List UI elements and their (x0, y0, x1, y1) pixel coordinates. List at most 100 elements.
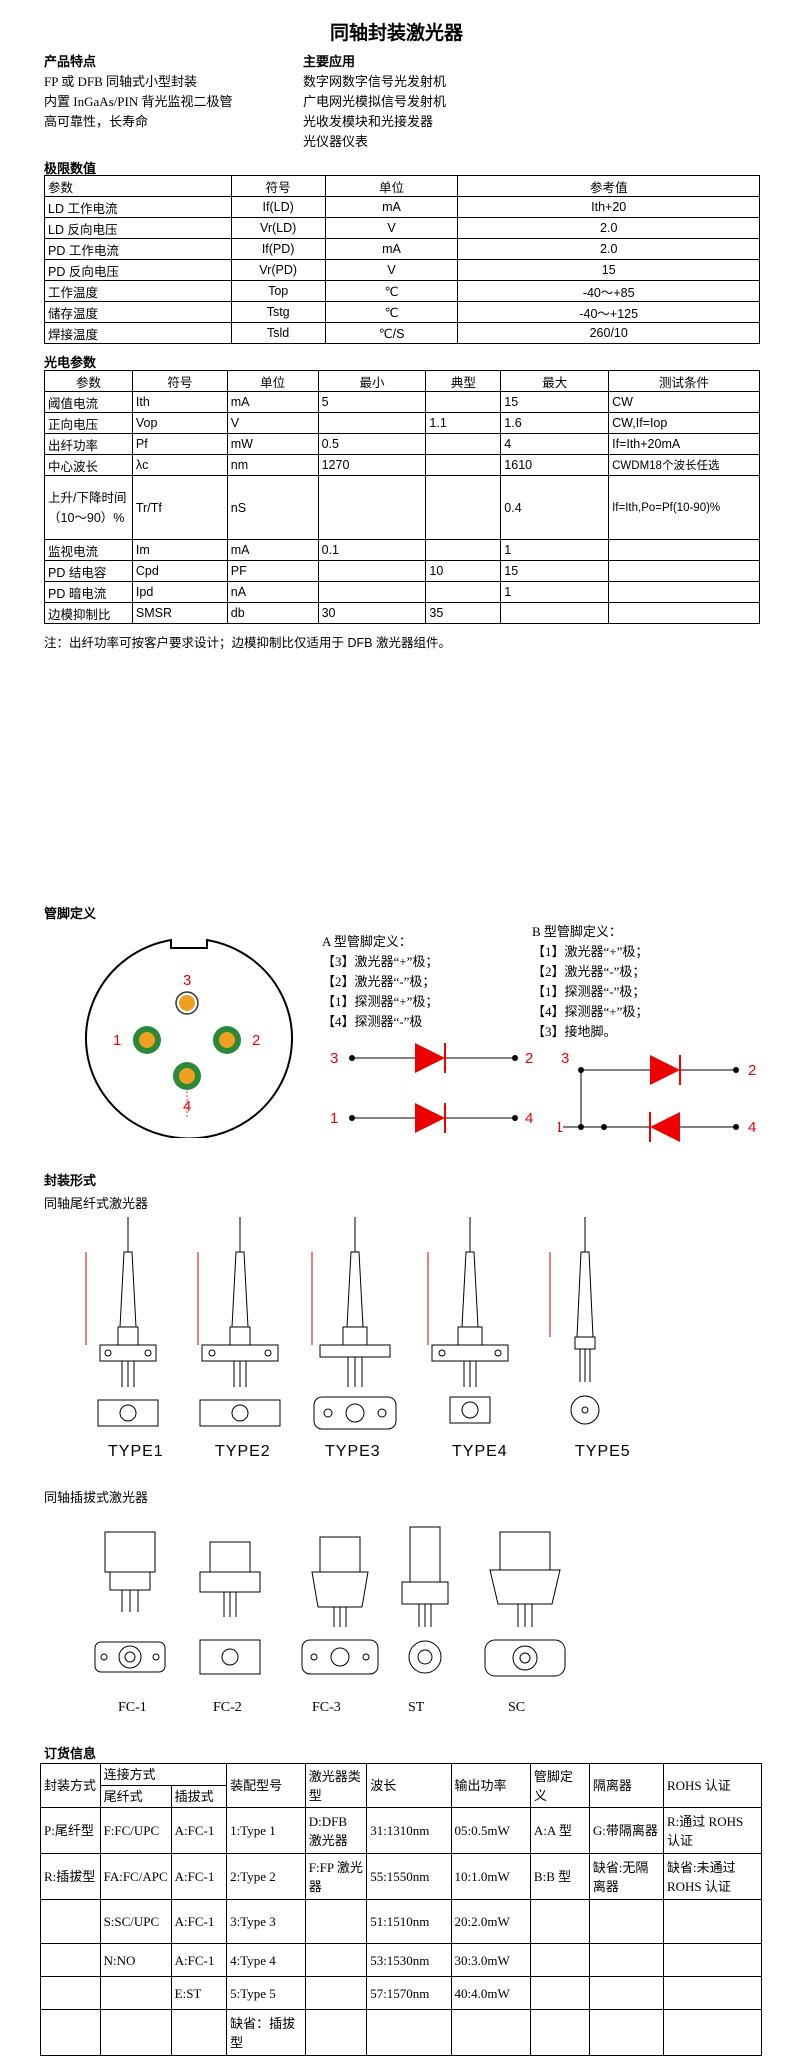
pigtail-drawings (85, 1217, 600, 1430)
table-cell: 1270 (317, 454, 427, 476)
table-cell: F:FP 激光器 (304, 1853, 368, 1900)
photodiode-icon (415, 1103, 445, 1133)
header-cell: 参考值 (457, 175, 760, 197)
table-cell (588, 1976, 664, 2010)
table-cell: 中心波长 (44, 454, 133, 476)
svg-text:1: 1 (330, 1110, 338, 1127)
application-item: 广电网光模拟信号发射机 (303, 94, 447, 109)
header-cell: 参数 (44, 175, 232, 197)
table-cell: B:B 型 (529, 1853, 590, 1900)
table-cell (425, 581, 502, 603)
table-cell: λc (131, 454, 228, 476)
table-cell (662, 1943, 763, 1977)
table-cell (99, 2009, 172, 2056)
table-cell: 1:Type 1 (226, 1807, 306, 1854)
pigtail-type1-drawing (85, 1217, 159, 1427)
header-cell: 封装方式 (40, 1763, 101, 1808)
applications-heading: 主要应用 (303, 54, 356, 69)
table-cell: 2:Type 2 (226, 1853, 306, 1900)
table-cell (425, 454, 502, 476)
table-cell: Vop (131, 412, 228, 434)
table-cell: V (324, 259, 459, 281)
pin-layout-diagram: 3 1 2 4 (85, 938, 293, 1138)
table-cell: S:SC/UPC (99, 1899, 172, 1944)
table-cell: nS (226, 475, 319, 540)
svg-text:4: 4 (525, 1110, 533, 1127)
type-a-item: 【4】探测器“-”极 (322, 1014, 423, 1029)
table-cell: 53:1530nm (366, 1943, 452, 1977)
table-cell: CW,If=Iop (608, 412, 760, 434)
table-cell: 31:1310nm (366, 1807, 452, 1854)
table-cell: ℃/S (324, 322, 459, 344)
type-b-item: 【3】接地脚。 (532, 1024, 617, 1039)
header-cell: 尾纤式 (99, 1785, 172, 1808)
table-cell: 1 (500, 539, 610, 561)
table-cell: PD 工作电流 (44, 238, 232, 260)
table-cell: SMSR (131, 602, 228, 624)
svg-text:2: 2 (748, 1062, 756, 1079)
pin-4-label: 4 (183, 1098, 191, 1115)
table-cell (425, 475, 502, 540)
table-cell: nm (226, 454, 319, 476)
fc1-drawing (94, 1531, 166, 1673)
table-cell (304, 1899, 368, 1944)
table-cell: A:FC-1 (170, 1853, 228, 1900)
svg-text:2: 2 (525, 1050, 533, 1067)
pigtail-type2-drawing (197, 1217, 281, 1427)
table-cell: Ipd (131, 581, 228, 603)
table-cell: 15 (500, 391, 610, 413)
application-item: 光收发模块和光接发器 (303, 114, 434, 129)
fc3-label: FC-3 (312, 1700, 341, 1715)
table-cell (425, 433, 502, 455)
table-cell: 储存温度 (44, 301, 232, 323)
table-cell: 上升/下降时间（10～90）% (44, 475, 133, 540)
table-cell (425, 539, 502, 561)
header-cell: 输出功率 (450, 1763, 531, 1808)
header-cell: 连接方式 (99, 1763, 228, 1786)
fc1-label: FC-1 (118, 1700, 147, 1715)
header-cell: 波长 (366, 1763, 452, 1808)
table-cell: 30 (317, 602, 427, 624)
table-cell: mA (226, 391, 319, 413)
pins-heading: 管脚定义 (44, 906, 97, 921)
table-cell: 40:4.0mW (450, 1976, 531, 2010)
header-cell: 符号 (131, 370, 228, 392)
sc-drawing (484, 1531, 566, 1677)
table-cell: A:FC-1 (170, 1943, 228, 1977)
laser-diode-icon (415, 1043, 445, 1073)
table-cell (317, 560, 427, 582)
header-cell: 单位 (324, 175, 459, 197)
svg-text:4: 4 (748, 1119, 756, 1136)
fc2-label: FC-2 (213, 1700, 242, 1715)
table-cell: Ith+20 (457, 196, 760, 218)
type1-label: TYPE1 (108, 1443, 164, 1460)
optical-note: 注：出纤功率可按客户要求设计；边模抑制比仅适用于 DFB 激光器组件。 (44, 636, 451, 650)
table-cell: V (226, 412, 319, 434)
table-cell: If(PD) (230, 238, 326, 260)
table-cell (588, 1899, 664, 1944)
table-cell (40, 1899, 101, 1944)
table-cell (529, 2009, 590, 2056)
pigtail-type4-drawing (427, 1217, 509, 1424)
type-a-item: 【2】激光器“-”极； (322, 974, 436, 989)
table-cell (608, 560, 760, 582)
table-cell (500, 602, 610, 624)
header-cell: 激光器类型 (304, 1763, 368, 1808)
table-cell: D:DFB 激光器 (304, 1807, 368, 1854)
receptacle-title: 同轴插拔式激光器 (44, 1490, 149, 1505)
table-cell: FA:FC/APC (99, 1853, 172, 1900)
header-cell: ROHS 认证 (662, 1763, 763, 1808)
table-cell (529, 1899, 590, 1944)
table-cell (662, 1976, 763, 2010)
type-b-item: 【1】激光器“+”极； (532, 944, 649, 959)
